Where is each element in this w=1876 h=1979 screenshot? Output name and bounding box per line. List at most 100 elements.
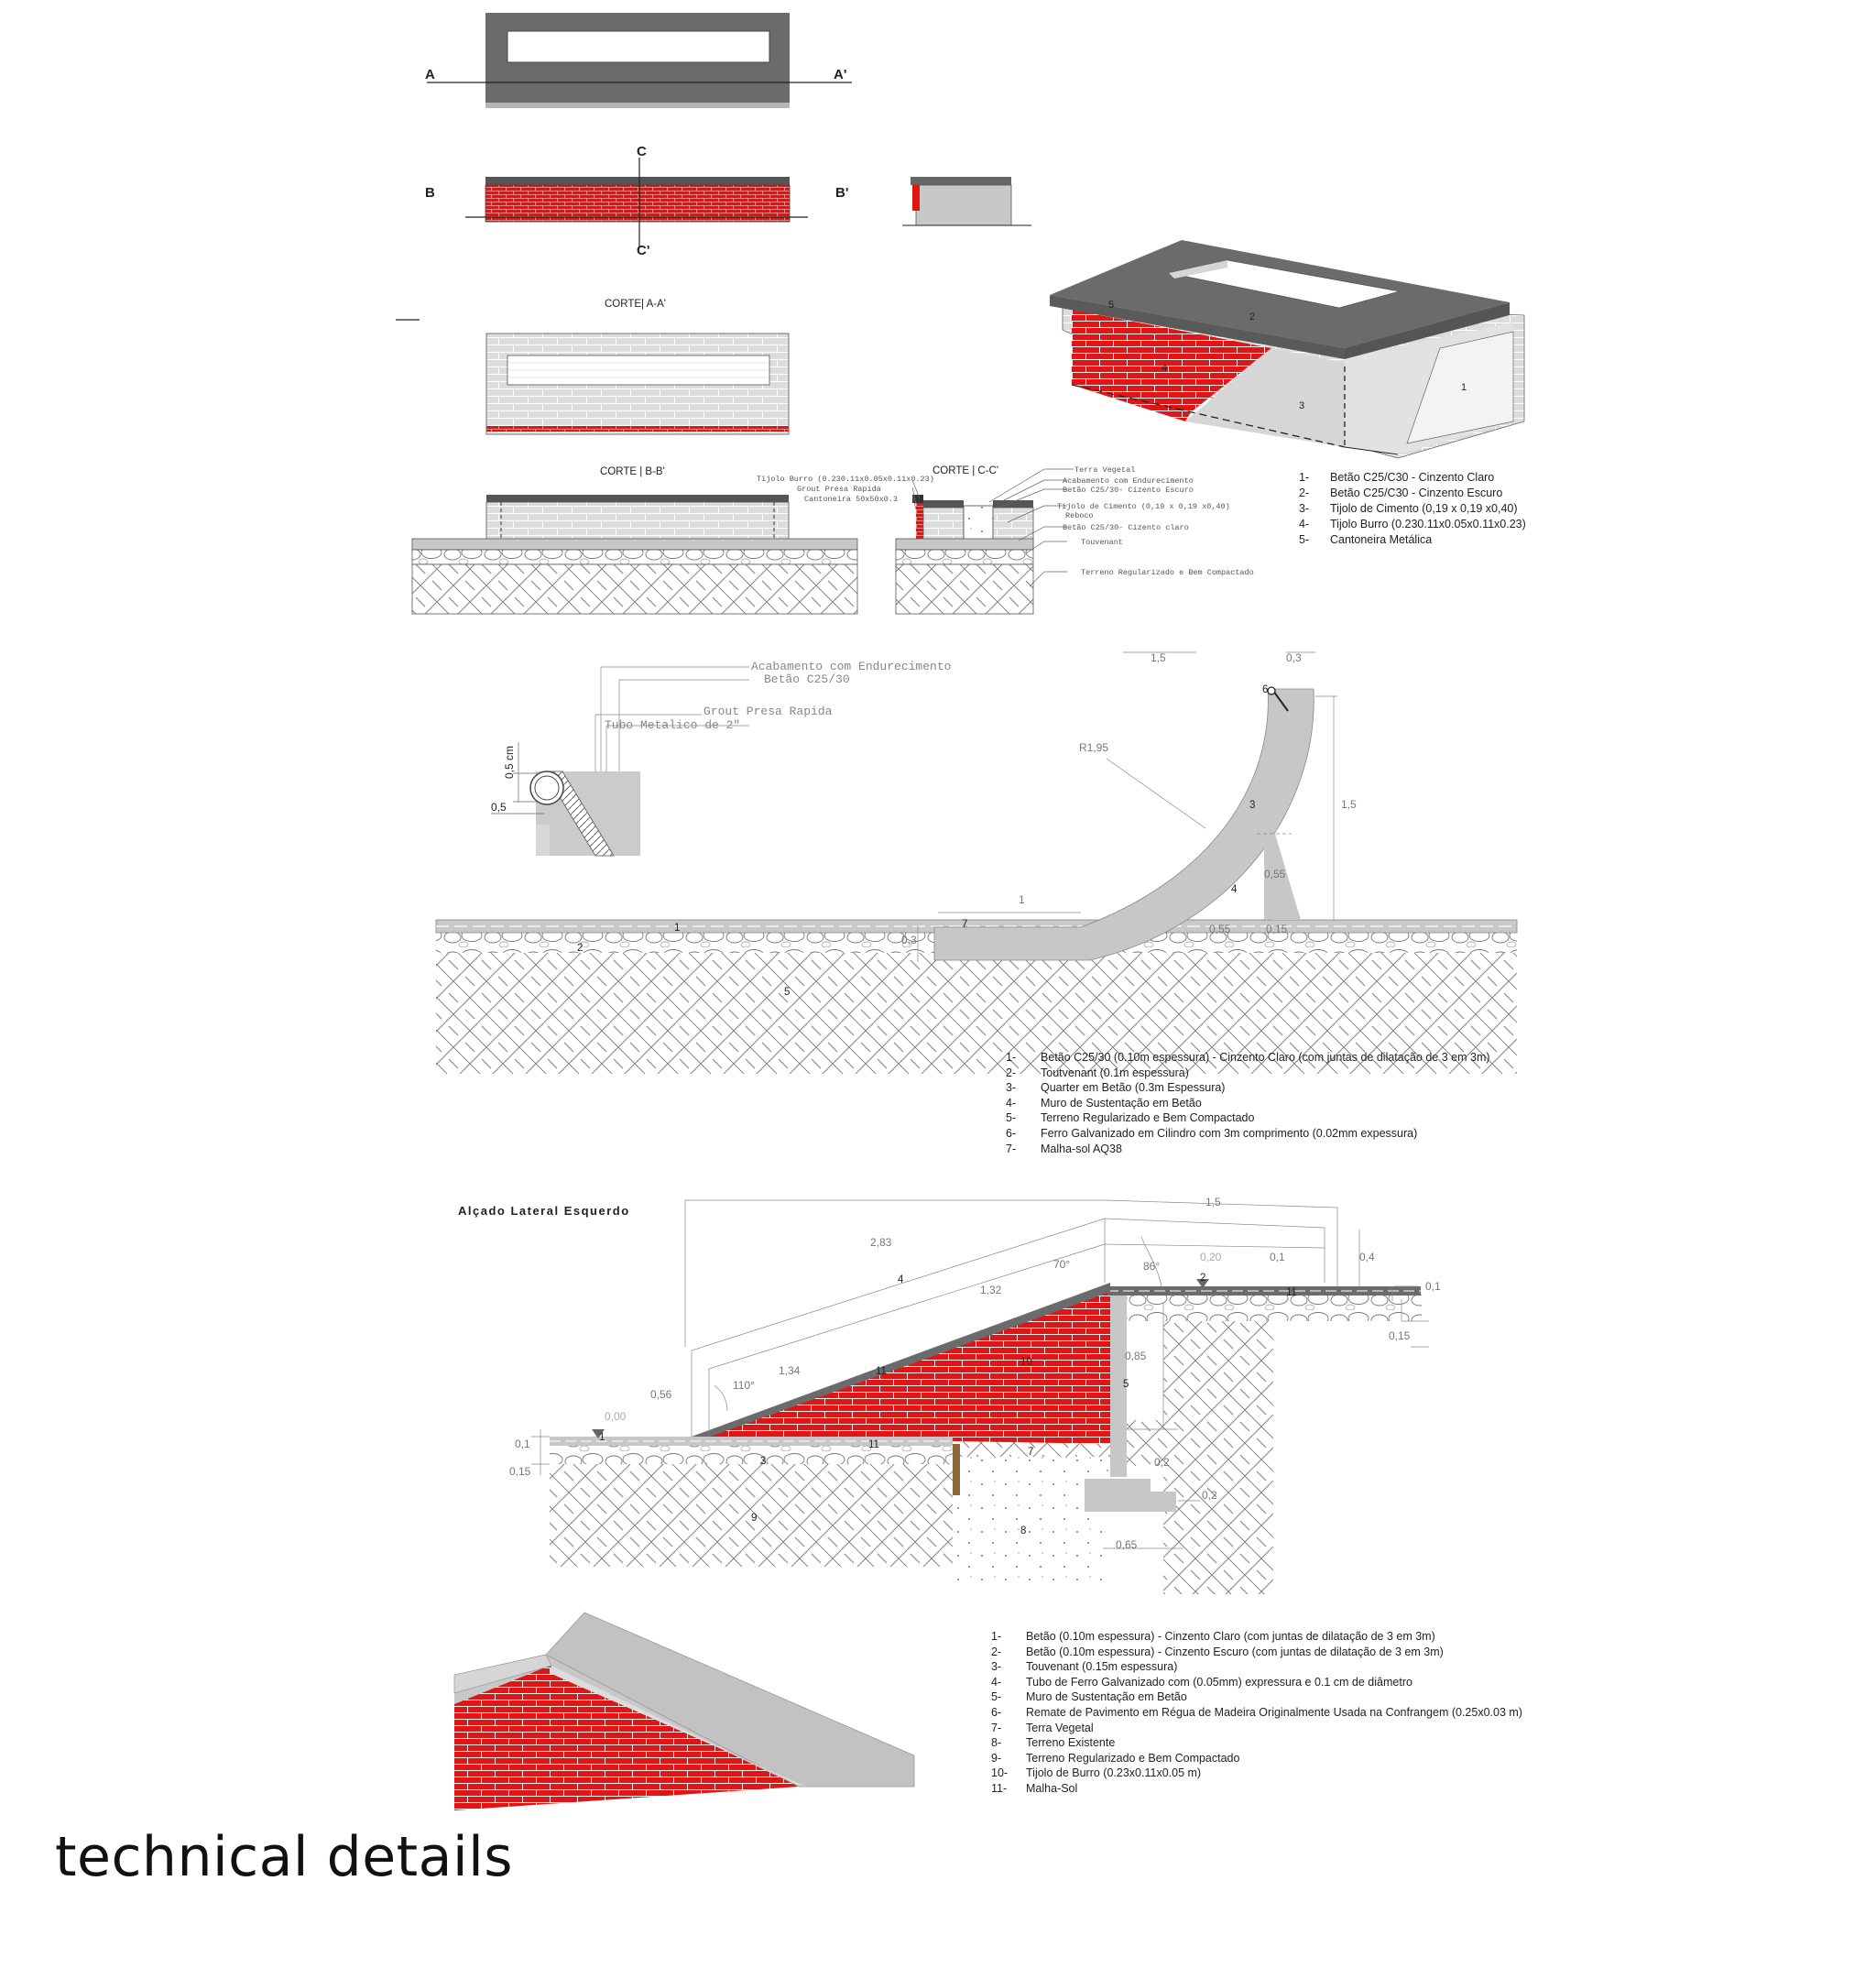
iso-number-4: 4 bbox=[1162, 363, 1167, 374]
elev-dim-2: 2,83 bbox=[870, 1236, 892, 1249]
ramp-legend-item: 5-Muro de Sustentação em Betão bbox=[991, 1690, 1187, 1704]
ramp-legend-item: 2-Betão (0.10m espessura) - Cinzento Esc… bbox=[991, 1645, 1444, 1658]
elev-number-11c: 11 bbox=[1286, 1287, 1297, 1298]
quarter-dim-6: 1 bbox=[1019, 893, 1025, 906]
ramp-legend-item: 11-Malha-Sol bbox=[991, 1781, 1078, 1795]
cc-label-right-7: Touvenant bbox=[1081, 538, 1123, 547]
iso-number-3: 3 bbox=[1299, 400, 1304, 411]
elev-dim-20: 0,65 bbox=[1116, 1538, 1138, 1551]
quarter-pipe-section: 1,5 0,3 R1,95 1,5 0,55 1 0,3 0,55 0,15 1… bbox=[435, 651, 1518, 1074]
iso-number-1: 1 bbox=[1461, 382, 1467, 393]
elev-number-11b: 11 bbox=[876, 1366, 887, 1377]
elev-dim-4: 70° bbox=[1053, 1258, 1070, 1271]
elev-dim-10: 0,15 bbox=[1389, 1329, 1411, 1342]
coping-label-2: Betão C25/30 bbox=[764, 672, 850, 686]
quarter-dim-8: 0,55 bbox=[1209, 923, 1231, 935]
elev-number-9: 9 bbox=[751, 1513, 757, 1524]
elev-number-11a: 11 bbox=[868, 1439, 879, 1450]
section-title-cc: CORTE | C-C' bbox=[933, 465, 998, 476]
section-title-aa: CORTE| A-A' bbox=[605, 299, 666, 310]
section-marker-a: A bbox=[425, 67, 435, 82]
quarter-legend-item: 3-Quarter em Betão (0.3m Espessura) bbox=[1006, 1081, 1226, 1095]
elev-number-7: 7 bbox=[1028, 1447, 1033, 1458]
iso-number-5: 5 bbox=[1108, 300, 1114, 311]
elev-dim-19: 0,2 bbox=[1202, 1489, 1217, 1502]
elev-dim-16: 0,1 bbox=[515, 1438, 530, 1450]
coping-dim-2: 0,5 bbox=[491, 801, 507, 814]
ramp-legend-item: 9-Terreno Regularizado e Bem Compactado bbox=[991, 1751, 1240, 1765]
section-title-bb: CORTE | B-B' bbox=[600, 466, 665, 477]
quarter-legend-item: 2-Toutvenant (0.1m espessura) bbox=[1006, 1066, 1189, 1079]
elev-number-1: 1 bbox=[599, 1432, 605, 1443]
quarter-legend-item: 7-Malha-sol AQ38 bbox=[1006, 1142, 1122, 1155]
quarter-number-4: 4 bbox=[1231, 884, 1238, 895]
elev-number-5: 5 bbox=[1123, 1379, 1129, 1390]
quarter-legend-item: 4-Muro de Sustentação em Betão bbox=[1006, 1096, 1202, 1110]
ramp-legend-item: 3-Touvenant (0.15m espessura) bbox=[991, 1660, 1178, 1674]
elev-dim-13: 0,85 bbox=[1125, 1350, 1147, 1362]
coping-dim-1: 0,5 cm bbox=[503, 746, 516, 779]
section-marker-b-prime: B' bbox=[835, 185, 848, 201]
corte-aa: CORTE| A-A' bbox=[396, 299, 790, 435]
corte-cc: CORTE | C-C' Tijolo Burro (0.230.11x0.05… bbox=[757, 465, 1254, 615]
quarter-dim-3: R1,95 bbox=[1079, 741, 1108, 754]
quarter-legend-item: 6-Ferro Galvanizado em Cilindro com 3m c… bbox=[1006, 1126, 1418, 1140]
section-marker-b: B bbox=[425, 185, 435, 201]
quarter-dim-4: 1,5 bbox=[1341, 798, 1357, 811]
elev-dim-15: 0,00 bbox=[605, 1410, 627, 1423]
quarter-dim-9: 0,15 bbox=[1266, 923, 1288, 935]
bench-legend-item: 3-Tijolo de Cimento (0,19 x 0,19 x0,40) bbox=[1299, 502, 1518, 515]
quarter-dim-1: 1,5 bbox=[1151, 651, 1166, 664]
quarter-number-7: 7 bbox=[962, 919, 967, 930]
ramp-legend-item: 8-Terreno Existente bbox=[991, 1736, 1116, 1750]
bench-legend-item: 2-Betão C25/C30 - Cinzento Escuro bbox=[1299, 487, 1503, 499]
section-marker-c-prime: C' bbox=[637, 243, 649, 258]
elev-dim-18: 0,2 bbox=[1154, 1456, 1170, 1469]
coping-label-1: Acabamento com Endurecimento bbox=[751, 660, 951, 673]
elev-dim-1: 1,5 bbox=[1205, 1196, 1221, 1208]
coping-detail: Acabamento com Endurecimento Betão C25/3… bbox=[491, 660, 951, 857]
elev-number-3: 3 bbox=[760, 1456, 766, 1467]
quarter-dim-7: 0,3 bbox=[901, 934, 917, 946]
elev-dim-12: 110° bbox=[733, 1379, 755, 1392]
quarter-number-2: 2 bbox=[577, 943, 583, 954]
quarter-legend-item: 5-Terreno Regularizado e Bem Compactado bbox=[1006, 1111, 1255, 1125]
ramp-legend-item: 1-Betão (0.10m espessura) - Cinzento Cla… bbox=[991, 1630, 1435, 1643]
quarter-dim-2: 0,3 bbox=[1286, 651, 1302, 664]
section-title-left-elevation: Alçado Lateral Esquerdo bbox=[458, 1204, 630, 1218]
elev-dim-7: 0,1 bbox=[1270, 1251, 1285, 1263]
elev-dim-6: 0,20 bbox=[1200, 1251, 1222, 1263]
coping-label-3: Grout Presa Rapida bbox=[704, 705, 833, 718]
elev-dim-17: 0,15 bbox=[509, 1465, 531, 1478]
ramp-legend-item: 7-Terra Vegetal bbox=[991, 1721, 1094, 1734]
quarter-number-1: 1 bbox=[674, 923, 680, 934]
coping-label-4: Tubo Metalico de 2" bbox=[605, 718, 740, 732]
quarter-legend: 1-Betão C25/30 (0.10m espessura) - Cinze… bbox=[1006, 1050, 1490, 1156]
page-title: technical details bbox=[55, 1825, 514, 1889]
front-elevation: B B' C C' bbox=[425, 144, 848, 258]
quarter-dim-5: 0,55 bbox=[1264, 868, 1286, 880]
cc-label-right-3: Betão C25/30- Cizento Escuro bbox=[1063, 486, 1194, 495]
elev-dim-8: 0,1 bbox=[1425, 1280, 1441, 1293]
bench-legend: 1-Betão C25/C30 - Cinzento Claro 2-Betão… bbox=[1299, 470, 1526, 548]
elev-number-2: 2 bbox=[1200, 1273, 1205, 1284]
plan-view: A A' bbox=[425, 13, 852, 108]
cc-label-right-6: Betão C25/30- Cizento claro bbox=[1063, 523, 1189, 532]
cc-label-right-2: Acabamento com Endurecimento bbox=[1063, 476, 1194, 486]
elev-dim-14: 0,56 bbox=[650, 1388, 672, 1401]
elev-number-10: 10 bbox=[1020, 1357, 1032, 1368]
cc-label-left-2: Grout Presa Rapida bbox=[797, 485, 881, 494]
elev-dim-9: 1,32 bbox=[980, 1284, 1002, 1296]
ramp-legend: 1-Betão (0.10m espessura) - Cinzento Cla… bbox=[991, 1629, 1522, 1797]
corte-bb: CORTE | B-B' bbox=[411, 466, 858, 615]
elev-number-4: 4 bbox=[898, 1274, 904, 1285]
cc-label-right-1: Terra Vegetal bbox=[1074, 465, 1135, 475]
left-elevation-section: Alçado Lateral Esquerdo 1,5 2, bbox=[458, 1196, 1441, 1594]
cc-label-right-8: Terreno Regularizado e Bem Compactado bbox=[1081, 568, 1254, 577]
ramp-3d-view bbox=[453, 1612, 916, 1810]
bench-legend-item: 5-Cantoneira Metálica bbox=[1299, 533, 1433, 546]
ramp-legend-item: 10-Tijolo de Burro (0.23x0.11x0.05 m) bbox=[991, 1766, 1202, 1780]
bench-legend-item: 4-Tijolo Burro (0.230.11x0.05x0.11x0.23) bbox=[1299, 518, 1526, 530]
elev-number-8: 8 bbox=[1020, 1525, 1026, 1536]
